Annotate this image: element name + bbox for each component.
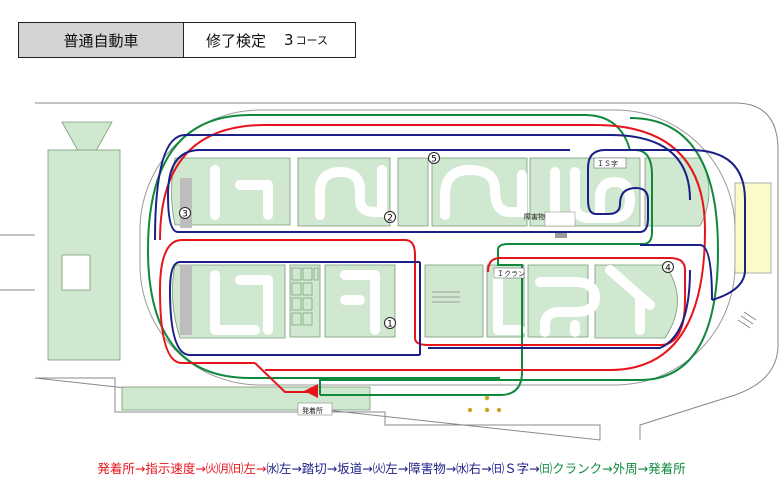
- checkpoint-markers: 1 2 3 4 5: [179, 152, 674, 330]
- svg-text:3: 3: [182, 210, 188, 220]
- gate-strip: [734, 182, 772, 274]
- route-legend: 発着所→指示速度→㈫㈪㈰左→㈬左→踏切→坂道→㈫左→障害物→㈬右→㈰Ｓ字→㈰クラ…: [0, 458, 783, 477]
- course-header: 普通自動車 修了検定 3 コース: [18, 22, 356, 58]
- vehicle-category: 普通自動車: [19, 23, 184, 57]
- legend-seg-4: ㈰クランク→外周→発着所: [539, 461, 686, 476]
- start-area-label: 発着所: [302, 406, 323, 415]
- checkpoint-5: 5: [428, 152, 440, 165]
- start-arrow: [304, 384, 318, 398]
- svg-text:1: 1: [387, 320, 393, 330]
- course-suffix: コース: [295, 34, 329, 47]
- svg-text:4: 4: [665, 264, 671, 274]
- crank-label: Ｉクラン: [497, 270, 525, 278]
- exam-name: 修了検定: [206, 31, 267, 50]
- checkpoint-3: 3: [179, 207, 191, 220]
- left-wedge: [61, 121, 113, 168]
- start-area-block: [121, 386, 371, 411]
- grounds-outline: [34, 102, 779, 441]
- checkpoint-1: 1: [384, 317, 396, 330]
- s-curve-shapes: [210, 165, 655, 337]
- course-number: 3: [284, 31, 294, 49]
- checkpoint-2: 2: [384, 211, 396, 224]
- legend-seg-2: ㈬左→踏切→坂道→㈫左→障害物→㈬右→: [266, 461, 492, 476]
- svg-text:2: 2: [387, 214, 393, 224]
- s-curve-label: ＩＳ字: [597, 159, 618, 168]
- route-navy: [168, 261, 421, 356]
- rail-grid: [291, 267, 319, 326]
- checkpoint-4: 4: [662, 261, 674, 274]
- obstacle-label: 障害物: [524, 212, 545, 221]
- svg-text:5: 5: [431, 155, 437, 165]
- exam-title: 修了検定 3 コース: [184, 23, 355, 57]
- legend-seg-3: ㈰Ｓ字→: [491, 461, 540, 476]
- route-red: [158, 239, 686, 364]
- legend-seg-1: 発着所→指示速度→㈫㈪㈰左→: [97, 461, 267, 476]
